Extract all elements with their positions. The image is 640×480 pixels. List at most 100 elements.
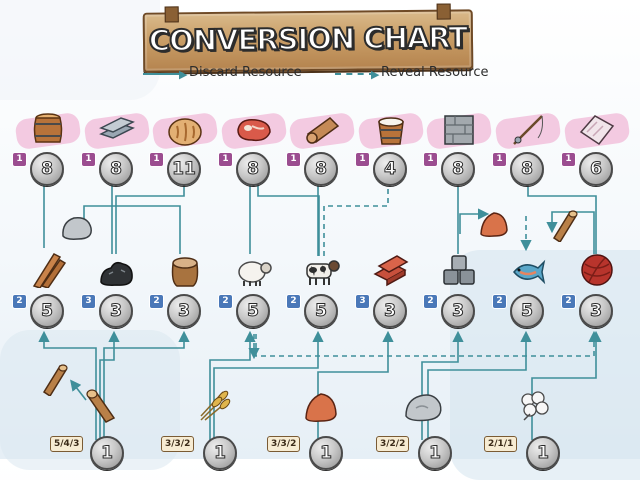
- count-badge: 2: [149, 294, 164, 309]
- count-badge: 2: [286, 294, 301, 309]
- value-coin: 3: [579, 294, 613, 328]
- log-icon: [552, 210, 578, 242]
- legend-discard-label: Discard Resource: [189, 65, 302, 80]
- wheat-icon: [200, 390, 231, 421]
- value-coin: 8: [510, 152, 544, 186]
- milk-bucket-icon: [378, 117, 404, 145]
- ratio-label: 3/2/2: [376, 436, 410, 452]
- bottom-node-clay: 3/3/2 1: [267, 388, 355, 470]
- barrel-icon: [33, 113, 63, 143]
- top-node-iron-bars: 1 8: [81, 111, 151, 202]
- coal-icon: [100, 261, 133, 286]
- discard-connector: [106, 166, 181, 254]
- stone-icon: [405, 394, 442, 422]
- ratio-label: 5/4/3: [50, 436, 84, 452]
- top-node-cloth: 1 6: [561, 111, 631, 202]
- yarn-ball-icon: [581, 254, 613, 286]
- value-coin: 3: [99, 294, 133, 328]
- flour-sack-icon: [171, 257, 199, 287]
- ratio-label: 3/3/2: [267, 436, 301, 452]
- count-badge: 2: [218, 294, 233, 309]
- value-coin: 1: [418, 436, 452, 470]
- value-coin: 11: [167, 152, 201, 186]
- discard-connector: [70, 379, 87, 401]
- top-node-fishing-rod: 1 8: [492, 111, 562, 202]
- mid-node-sheep: 2 5: [218, 252, 284, 342]
- bricks-icon: [373, 255, 409, 287]
- dashed-line-sample: [335, 73, 375, 75]
- value-coin: 8: [30, 152, 64, 186]
- fish-icon: [513, 259, 546, 285]
- value-coin: 3: [373, 294, 407, 328]
- cloth-icon: [579, 115, 615, 146]
- conversion-chart-board: CONVERSION CHART ▶ Discard Resource ▶ Re…: [0, 0, 640, 459]
- count-badge: 1: [81, 152, 96, 167]
- mid-node-stone-blocks: 2 3: [423, 252, 489, 342]
- mid-node-fish: 2 5: [492, 252, 558, 342]
- top-node-bread: 1 11: [149, 111, 219, 202]
- stone-block-icon: [444, 115, 474, 145]
- bottom-node-stone: 3/2/2 1: [376, 388, 464, 470]
- cow-icon: [306, 260, 340, 285]
- discard-connector: [209, 330, 256, 440]
- value-coin: 1: [90, 436, 124, 470]
- mid-node-coal: 3 3: [81, 252, 147, 342]
- legend-reveal-label: Reveal Resource: [381, 65, 489, 80]
- reveal-connector: [255, 330, 600, 357]
- value-coin: 1: [203, 436, 237, 470]
- log-icon: [86, 389, 116, 423]
- count-badge: 2: [492, 294, 507, 309]
- bread-icon: [168, 118, 202, 146]
- stone-blocks-icon: [443, 255, 475, 285]
- value-coin: 5: [510, 294, 544, 328]
- top-node-leather: 1 8: [286, 111, 356, 202]
- meat-icon: [237, 118, 271, 142]
- bottom-node-wood: 5/4/3 1: [50, 388, 136, 470]
- fishing-rod-icon: [513, 115, 543, 145]
- ratio-label: 3/3/2: [161, 436, 195, 452]
- top-node-milk-bucket: 1 4: [355, 111, 425, 202]
- value-coin: 8: [99, 152, 133, 186]
- count-badge: 1: [286, 152, 301, 167]
- count-badge: 1: [149, 152, 164, 167]
- count-badge: 1: [12, 152, 27, 167]
- clay-icon: [305, 393, 337, 422]
- count-badge: 2: [423, 294, 438, 309]
- value-coin: 1: [309, 436, 343, 470]
- arrow-right-icon: ▶: [371, 68, 380, 81]
- value-coin: 5: [304, 294, 338, 328]
- leather-roll-icon: [306, 117, 340, 144]
- value-coin: 1: [526, 436, 560, 470]
- reveal-connector: [323, 166, 394, 256]
- arrow-right-icon: ▶: [179, 68, 188, 81]
- value-coin: 3: [441, 294, 475, 328]
- top-node-barrel: 1 8: [12, 111, 82, 202]
- solid-line-sample: [143, 73, 183, 75]
- value-coin: 8: [441, 152, 475, 186]
- bottom-node-wheat: 3/3/2 1: [161, 388, 249, 470]
- count-badge: 2: [561, 294, 576, 309]
- bottom-node-wool: 2/1/1 1: [484, 388, 572, 470]
- discard-connector: [459, 208, 490, 234]
- ratio-label: 2/1/1: [484, 436, 518, 452]
- clay-lump-icon: [480, 212, 508, 237]
- log-icon: [42, 364, 68, 396]
- value-coin: 4: [373, 152, 407, 186]
- count-badge: 1: [423, 152, 438, 167]
- top-node-meat: 1 8: [218, 111, 288, 202]
- count-badge: 1: [218, 152, 233, 167]
- value-coin: 3: [167, 294, 201, 328]
- top-node-stone-block: 1 8: [423, 111, 493, 202]
- count-badge: 1: [355, 152, 370, 167]
- mid-node-planks: 2 5: [12, 252, 78, 342]
- value-coin: 8: [236, 152, 270, 186]
- title-sign: CONVERSION CHART: [142, 9, 474, 73]
- mid-node-yarn: 2 3: [561, 252, 627, 342]
- rock-icon: [62, 216, 92, 240]
- mid-node-flour-sack: 2 3: [149, 252, 215, 342]
- sheep-icon: [238, 261, 272, 286]
- value-coin: 5: [236, 294, 270, 328]
- count-badge: 2: [12, 294, 27, 309]
- page-title: CONVERSION CHART: [148, 19, 469, 58]
- count-badge: 3: [81, 294, 96, 309]
